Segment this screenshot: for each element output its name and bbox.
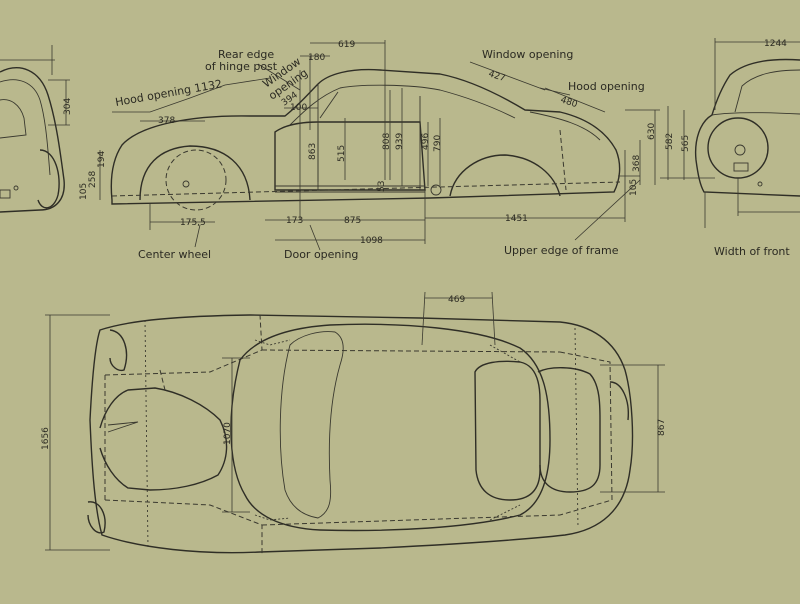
dim-867: 867 [657,419,667,436]
dim-875: 875 [344,216,361,226]
right-rear-view: 1244 582 565 Width of front [660,38,800,258]
dim-180: 180 [308,53,325,63]
left-front-view: 304 [0,45,73,213]
dim-100: 100 [290,103,307,113]
label-window-rear: Window opening [482,48,573,61]
label-upper-frame: Upper edge of frame [504,244,619,257]
dim-496: 496 [421,133,431,150]
label-hood-rear: Hood opening [568,80,645,93]
dim-1244: 1244 [764,39,787,49]
label-door-opening: Door opening [284,248,358,261]
dim-175-5: 175,5 [180,218,206,228]
dim-427: 427 [487,69,506,84]
dim-368: 368 [632,155,642,172]
label-center-wheel: Center wheel [138,248,211,261]
dim-1451: 1451 [505,214,528,224]
dim-194: 194 [97,151,107,168]
label-rear-edge-2: of hinge post [205,60,278,73]
dim-304: 304 [63,98,73,115]
dim-939: 939 [395,133,405,150]
label-hood-front: Hood opening 1132 [114,77,223,109]
dim-469: 469 [448,295,465,305]
plan-view: 469 1070 1656 867 [41,291,667,555]
dim-258: 258 [88,171,98,188]
side-elevation: 619 180 100 378 427 480 863 515 808 939 … [79,40,660,261]
dim-105-rear: 105 [629,179,639,196]
dim-515: 515 [337,145,347,162]
dim-378: 378 [158,116,175,126]
dim-480: 480 [559,95,579,110]
dim-582: 582 [665,133,675,150]
dim-808: 808 [382,133,392,150]
dim-630: 630 [647,123,657,140]
dim-53: 53 [377,181,387,192]
dim-1070: 1070 [223,422,233,445]
dim-105-front: 105 [79,183,89,200]
dim-173: 173 [286,216,303,226]
dim-1656: 1656 [41,427,51,450]
dim-1098: 1098 [360,236,383,246]
label-width-front: Width of front [714,245,790,258]
dim-619: 619 [338,40,355,50]
dim-790: 790 [433,135,443,152]
dim-863: 863 [308,143,318,160]
label-rear-edge-1: Rear edge [218,48,274,61]
dim-565: 565 [681,135,691,152]
